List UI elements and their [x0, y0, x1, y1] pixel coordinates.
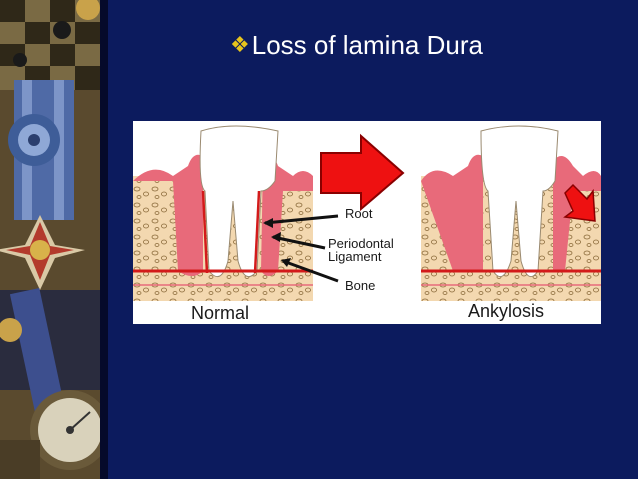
slide-title: ❖Loss of lamina Dura	[230, 30, 483, 61]
label-normal: Normal	[191, 303, 250, 323]
label-ankylosis: Ankylosis	[468, 301, 545, 321]
strip-divider	[100, 0, 108, 479]
decorative-photo-strip	[0, 0, 100, 479]
slide-title-text: Loss of lamina Dura	[251, 30, 483, 60]
callout-arrows	[263, 214, 339, 283]
ankylosis-figure: Root Periodontal Ligament Bone Normal An…	[133, 121, 601, 324]
callout-periodontal-ligament: Periodontal Ligament	[328, 236, 394, 264]
ankylosis-pointer-icon	[563, 183, 596, 222]
vintage-collage-image	[0, 0, 100, 479]
callout-root: Root	[345, 206, 373, 221]
ankylosis-tooth	[421, 125, 601, 301]
diamond-bullet-icon: ❖	[230, 32, 250, 57]
transition-arrow-icon	[320, 133, 405, 212]
callout-bone: Bone	[345, 278, 376, 293]
normal-tooth	[133, 125, 313, 301]
tooth-diagram	[133, 125, 601, 301]
